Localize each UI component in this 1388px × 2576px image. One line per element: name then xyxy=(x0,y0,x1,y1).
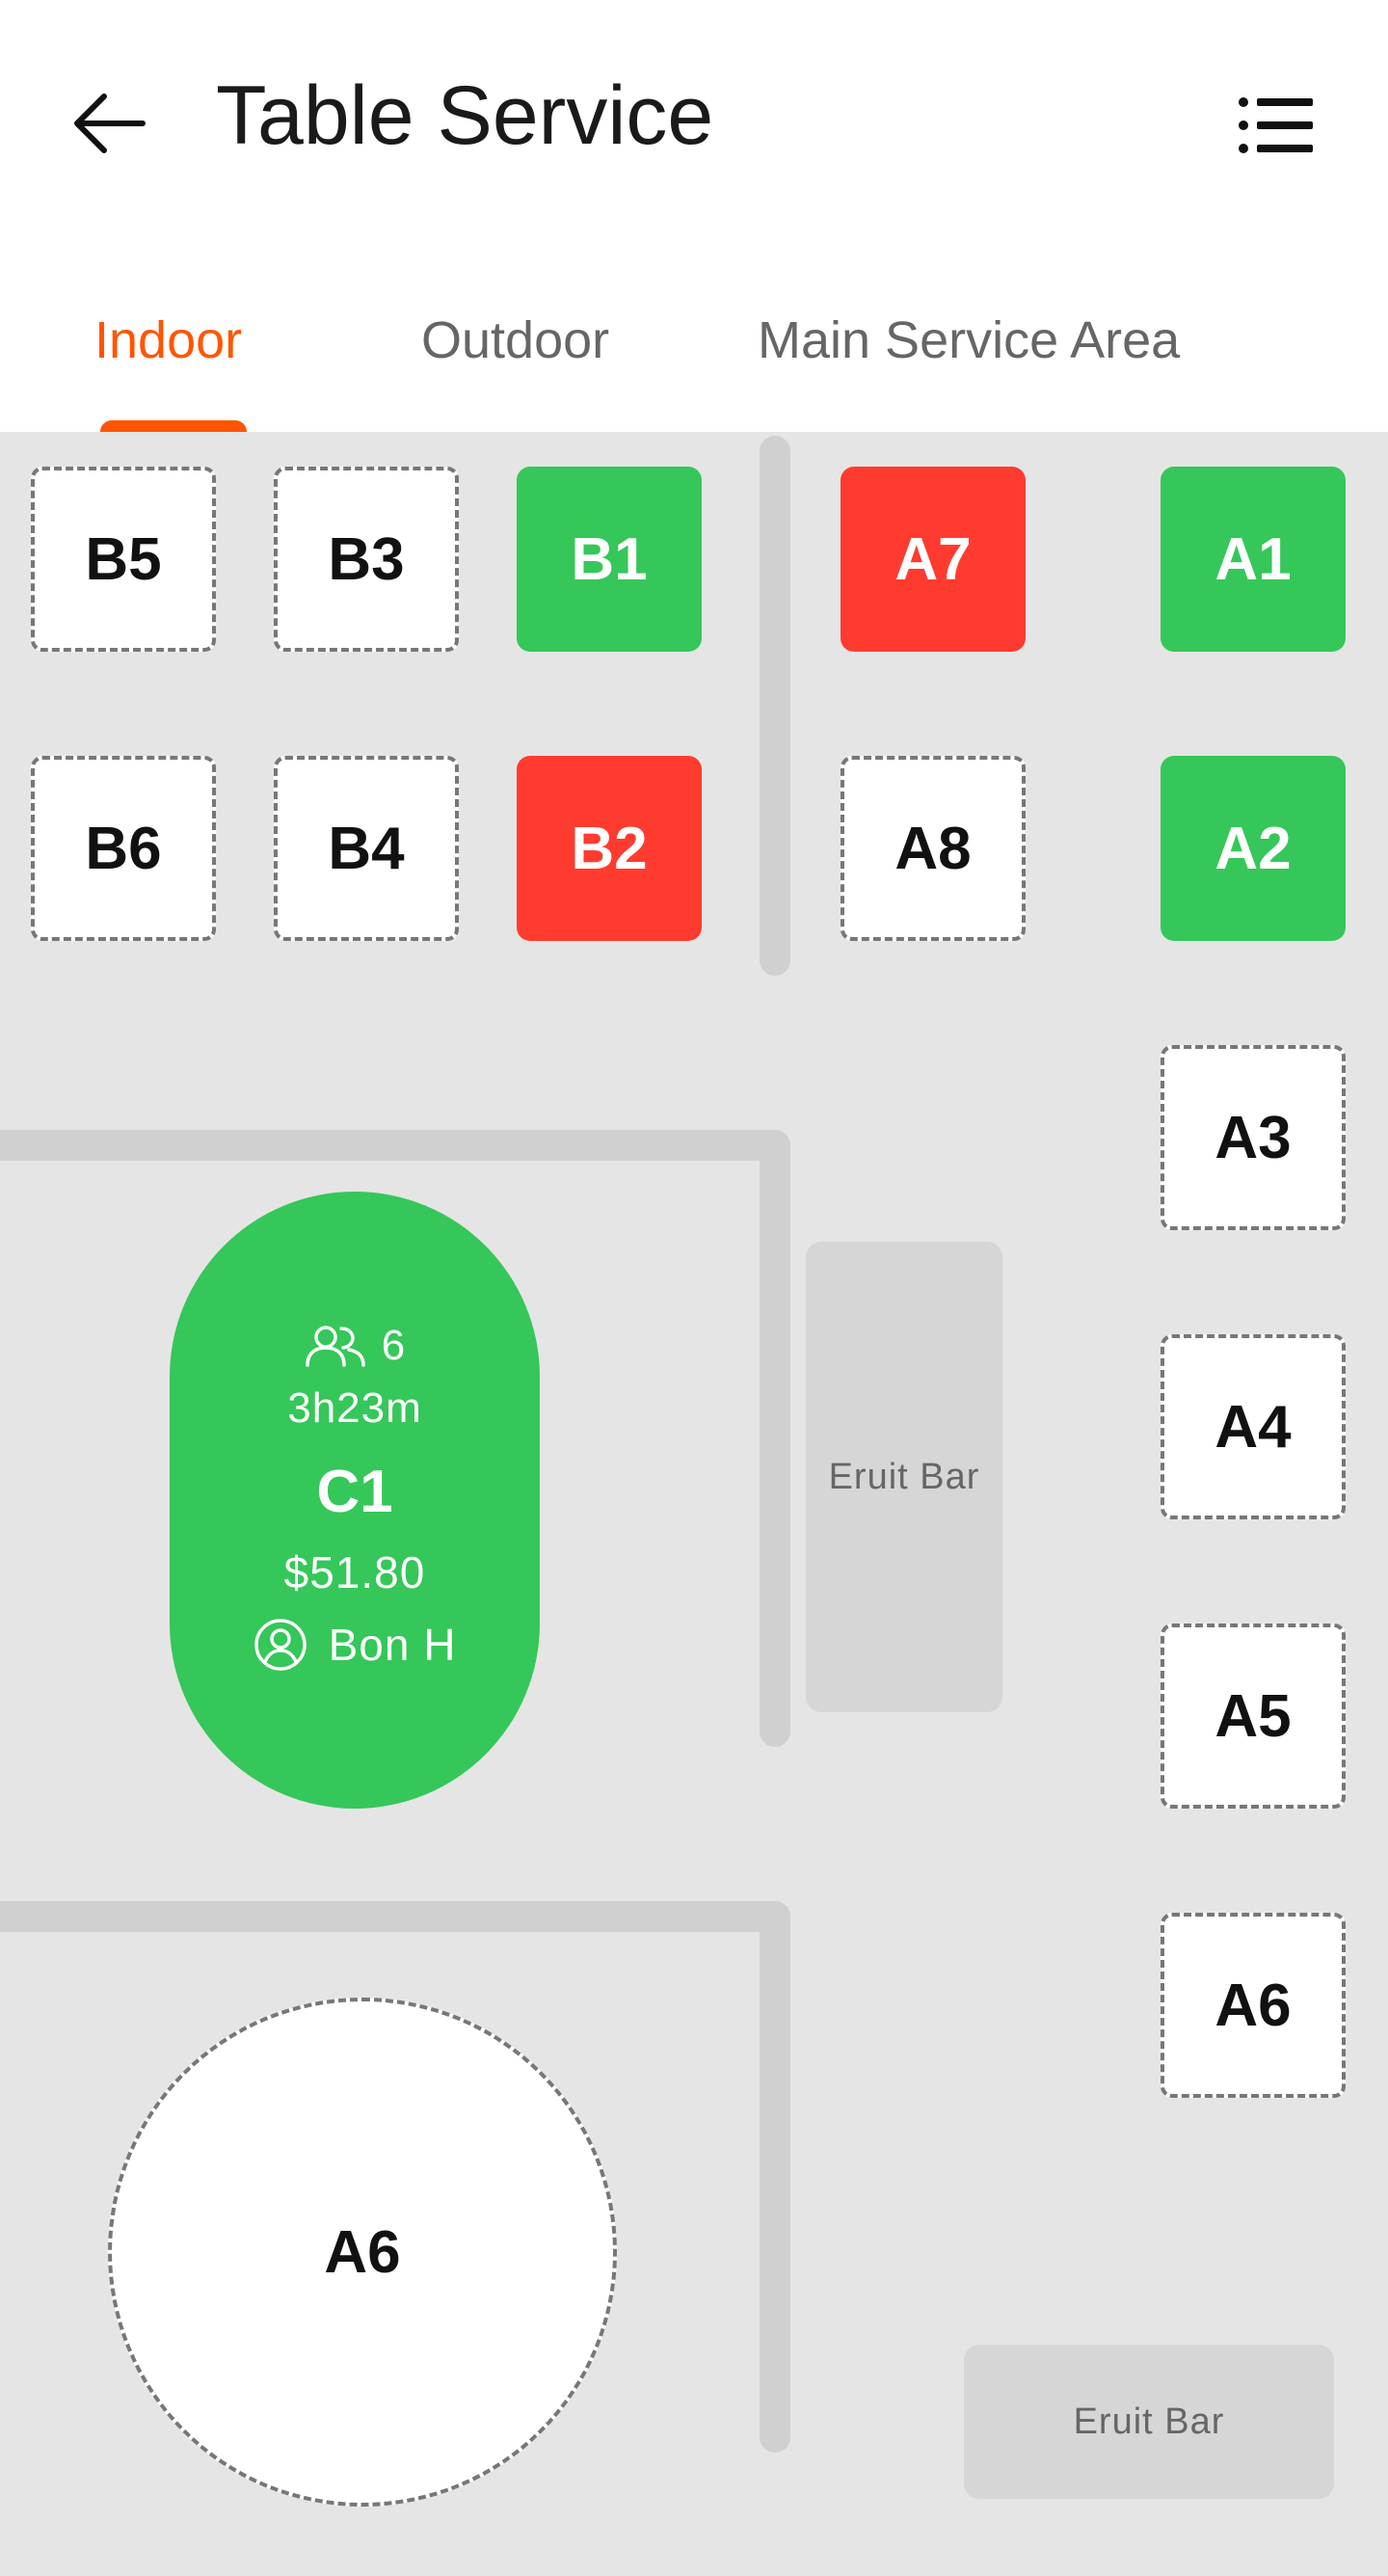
wall-divider-top xyxy=(760,436,790,976)
table-a5[interactable]: A5 xyxy=(1161,1623,1346,1809)
seated-duration: 3h23m xyxy=(287,1384,422,1432)
users-icon xyxy=(306,1326,365,1367)
app-header: Table Service Indoor Outdoor Main Servic… xyxy=(0,0,1388,432)
server-name: Bon H xyxy=(328,1620,457,1670)
table-b2[interactable]: B2 xyxy=(517,756,702,941)
arrow-left-icon xyxy=(74,94,146,153)
list-icon xyxy=(1239,97,1313,153)
menu-button[interactable] xyxy=(1234,87,1319,164)
table-a4[interactable]: A4 xyxy=(1161,1334,1346,1519)
table-c1[interactable]: 6 3h23m C1 $51.80 Bon H xyxy=(170,1192,540,1809)
wall-horizontal-middle xyxy=(0,1130,790,1161)
guest-count: 6 xyxy=(305,1319,405,1373)
tab-outdoor[interactable]: Outdoor xyxy=(421,311,610,369)
table-a7[interactable]: A7 xyxy=(841,467,1026,652)
tab-main-service-area[interactable]: Main Service Area xyxy=(758,311,1181,369)
back-button[interactable] xyxy=(66,85,150,162)
table-b5[interactable]: B5 xyxy=(31,467,216,652)
table-b3[interactable]: B3 xyxy=(274,467,459,652)
table-a1[interactable]: A1 xyxy=(1161,467,1346,652)
table-c1-label: C1 xyxy=(316,1459,393,1525)
wall-vertical-middle xyxy=(760,1130,790,1747)
table-a2[interactable]: A2 xyxy=(1161,756,1346,941)
wall-horizontal-bottom xyxy=(0,1901,790,1932)
user-circle-icon xyxy=(254,1619,307,1671)
tab-indoor[interactable]: Indoor xyxy=(94,311,243,369)
table-a6[interactable]: A6 xyxy=(1161,1913,1346,2098)
guest-count-value: 6 xyxy=(381,1322,406,1369)
bar-area-horizontal: Eruit Bar xyxy=(964,2345,1334,2499)
bar-area-vertical: Eruit Bar xyxy=(806,1242,1002,1712)
server-info: Bon H xyxy=(254,1616,457,1674)
table-amount: $51.80 xyxy=(283,1547,426,1597)
table-b4[interactable]: B4 xyxy=(274,756,459,941)
page-title: Table Service xyxy=(216,69,714,162)
table-a3[interactable]: A3 xyxy=(1161,1045,1346,1230)
tab-active-indicator xyxy=(100,420,247,432)
wall-vertical-bottom xyxy=(760,1901,790,2453)
table-a8[interactable]: A8 xyxy=(841,756,1026,941)
table-b6[interactable]: B6 xyxy=(31,756,216,941)
table-b1[interactable]: B1 xyxy=(517,467,702,652)
table-a6-round[interactable]: A6 xyxy=(108,1998,617,2507)
